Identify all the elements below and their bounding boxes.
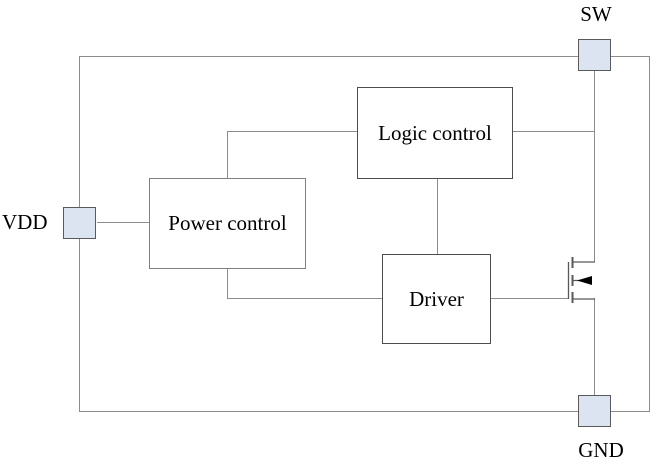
pin-gnd-label: GND (578, 438, 624, 462)
block-driver: Driver (382, 254, 491, 344)
wire-source-to-gnd (594, 298, 595, 396)
block-logic-control-label: Logic control (378, 120, 492, 145)
pin-vdd-label: VDD (2, 210, 48, 234)
wire-sw-to-drain (594, 71, 595, 262)
wire-logic-to-power-vertical (227, 131, 228, 179)
block-logic-control: Logic control (357, 87, 513, 179)
body-arrow-icon (577, 276, 592, 285)
pin-sw-label: SW (580, 2, 612, 26)
wire-driver-to-gate (490, 298, 568, 299)
pin-gnd (578, 395, 611, 427)
wire-logic-to-driver (437, 178, 438, 255)
wire-power-bottom-vertical (227, 267, 228, 299)
wire-power-to-driver (227, 298, 383, 299)
block-power-control: Power control (149, 178, 306, 269)
wire-logic-to-sw-node (511, 131, 595, 132)
block-driver-label: Driver (409, 286, 464, 311)
block-power-control-label: Power control (168, 211, 287, 235)
wire-logic-left-horizontal (227, 131, 357, 132)
pin-sw (578, 39, 611, 71)
wire-vdd-to-power-control (97, 222, 149, 223)
nmos-transistor-icon (567, 257, 595, 303)
pin-vdd (63, 207, 96, 239)
